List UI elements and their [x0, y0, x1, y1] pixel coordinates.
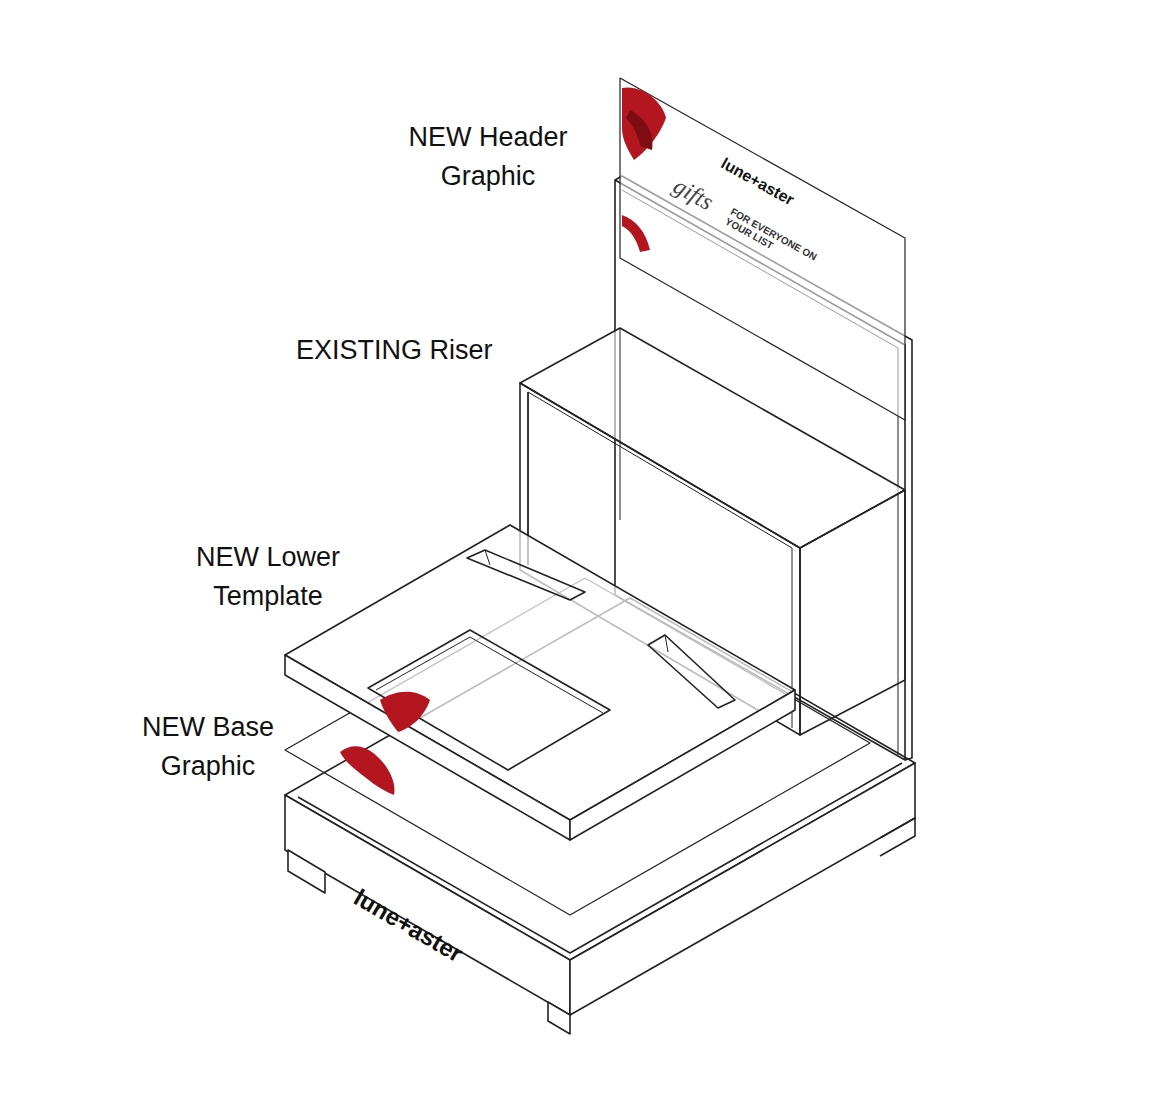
- base-foot: [288, 850, 325, 893]
- ribbon-tail: [622, 215, 650, 252]
- template-slot: [648, 635, 735, 708]
- template-top: [285, 525, 795, 820]
- template-slot-inner: [485, 550, 490, 565]
- riser-side: [800, 490, 905, 735]
- callout-label: NEW Lower Template: [168, 538, 368, 616]
- template-cutout: [368, 630, 610, 770]
- base-plinth: [880, 818, 915, 856]
- template-slot-inner: [665, 635, 668, 652]
- ribbon-bow: [622, 87, 666, 160]
- callout-label: EXISTING Riser: [296, 330, 493, 371]
- ribbon: [340, 87, 666, 795]
- template-side: [570, 690, 795, 840]
- riser-back-edge: [620, 328, 621, 520]
- ribbon-base: [380, 692, 430, 732]
- callout-label: NEW Header Graphic: [388, 118, 588, 196]
- base-foot: [548, 1002, 570, 1034]
- template-slot: [467, 550, 585, 600]
- ribbon-base: [340, 746, 395, 795]
- template-front: [285, 655, 570, 840]
- base-front: [285, 795, 570, 1015]
- callout-label: NEW Base Graphic: [118, 708, 298, 786]
- ribbon-fold: [626, 110, 653, 150]
- header-graphic-plane: [620, 78, 905, 420]
